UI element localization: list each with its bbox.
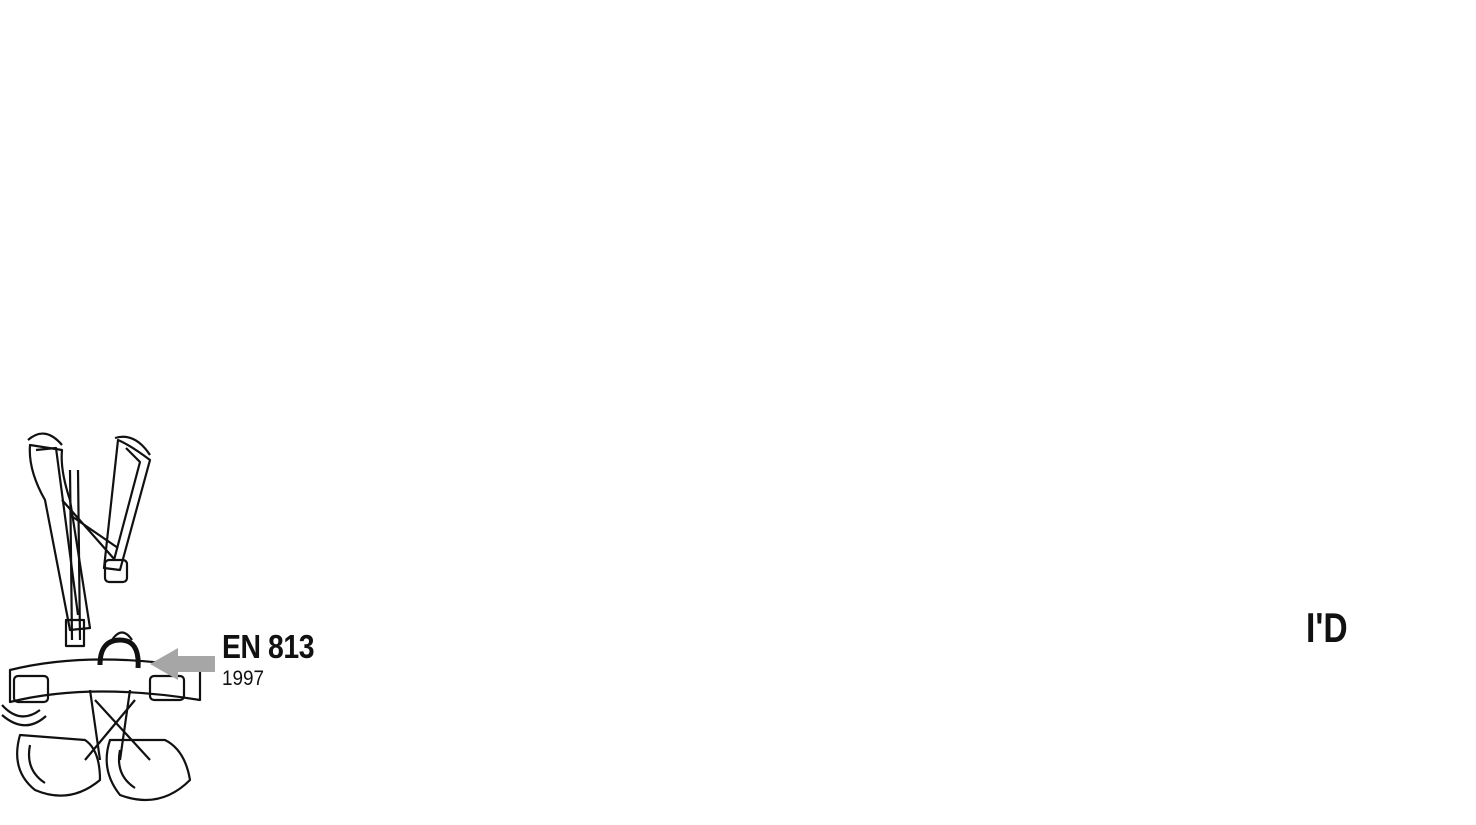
standard-year-label: 1997: [222, 667, 264, 691]
device-name-label: I'D: [1306, 604, 1348, 652]
harness-panel: [2, 434, 215, 800]
standard-code-label: EN 813: [222, 628, 314, 666]
harness-drawing: [2, 434, 200, 800]
